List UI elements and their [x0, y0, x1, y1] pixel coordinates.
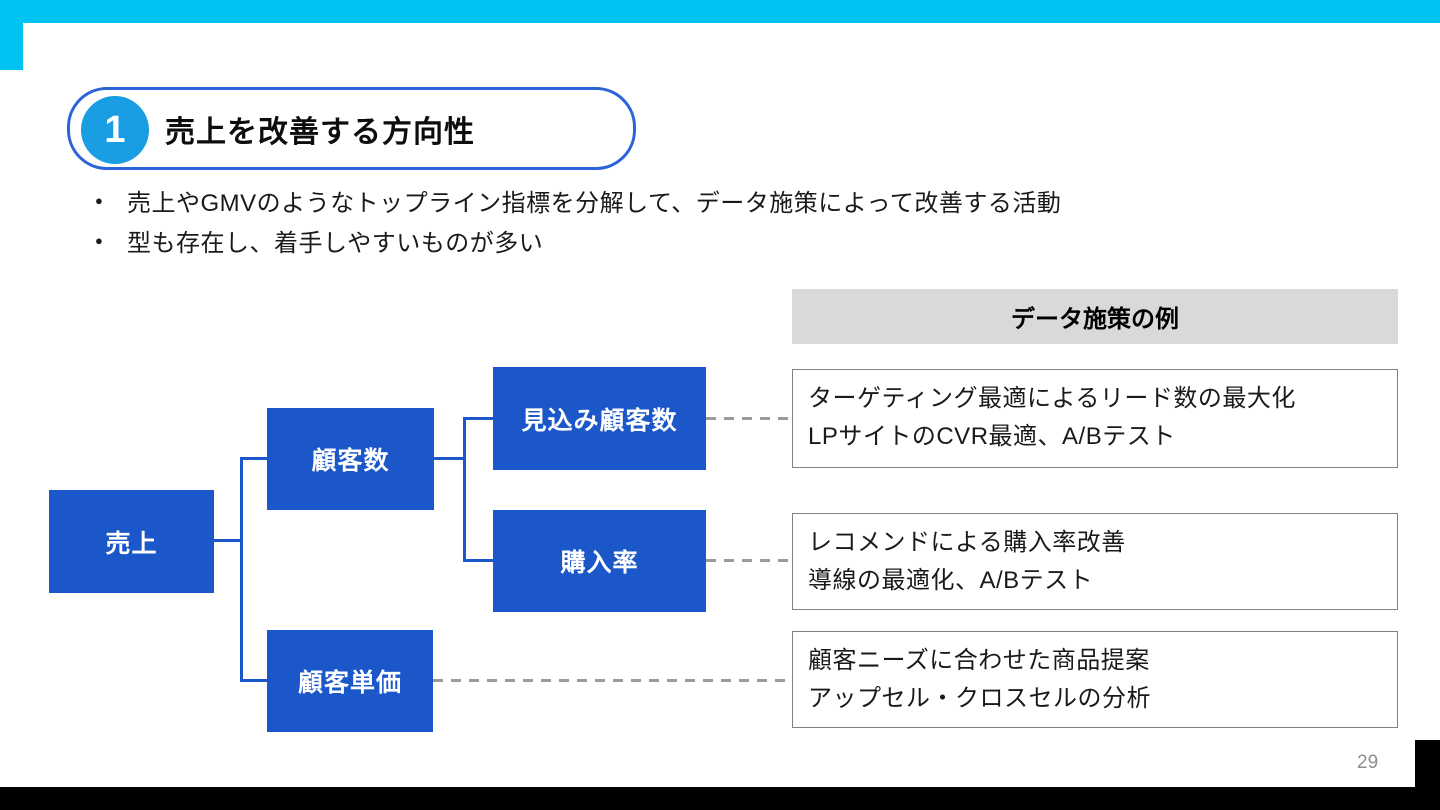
example-box-prospects: ターゲティング最適によるリード数の最大化 LPサイトのCVR最適、A/Bテスト [792, 369, 1398, 468]
bullet-list: ● 売上やGMVのようなトップライン指標を分解して、データ施策によって改善する活… [95, 180, 1395, 260]
example-line: 導線の最適化、A/Bテスト [808, 567, 1094, 594]
example-box-unit-price: 顧客ニーズに合わせた商品提案 アップセル・クロスセルの分析 [792, 631, 1398, 728]
connector-customer-count-out [434, 457, 466, 460]
section-number: 1 [104, 108, 126, 151]
list-item: ● 売上やGMVのようなトップライン指標を分解して、データ施策によって改善する活… [95, 180, 1395, 220]
tree-node-prospect-count: 見込み顧客数 [493, 367, 706, 470]
connector-sales-out [214, 539, 243, 542]
node-label: 売上 [105, 529, 158, 558]
examples-column-header: データ施策の例 [792, 289, 1398, 344]
dashed-connector-unit-price-example [433, 679, 792, 682]
connector-level2-vertical [463, 417, 466, 562]
section-title-capsule: 1 売上を改善する方向性 [67, 87, 636, 170]
tree-node-customer-count: 顧客数 [267, 408, 434, 510]
tree-node-sales: 売上 [49, 490, 214, 593]
connector-to-customer-count [243, 457, 267, 460]
connector-level1-vertical [240, 457, 243, 682]
example-line: 顧客ニーズに合わせた商品提案 [808, 647, 1150, 674]
bottom-bar [0, 787, 1440, 810]
tree-node-customer-unit-price: 顧客単価 [267, 630, 433, 732]
dashed-connector-prospects-example [706, 417, 792, 420]
list-item: ● 型も存在し、着手しやすいものが多い [95, 220, 1395, 260]
bullet-icon: ● [95, 232, 103, 248]
node-label: 購入率 [560, 549, 639, 577]
node-label: 見込み顧客数 [521, 406, 678, 435]
example-line: レコメンドによる購入率改善 [808, 529, 1126, 556]
page-number: 29 [1357, 752, 1379, 773]
examples-header-text: データ施策の例 [1011, 306, 1179, 333]
bullet-text: 型も存在し、着手しやすいものが多い [127, 229, 544, 257]
dashed-connector-purchase-example [706, 559, 792, 562]
tree-node-purchase-rate: 購入率 [493, 510, 706, 612]
bullet-text: 売上やGMVのようなトップライン指標を分解して、データ施策によって改善する活動 [127, 189, 1062, 217]
node-label: 顧客単価 [297, 669, 402, 697]
connector-to-customer-unit-price [243, 679, 267, 682]
top-accent-bar [0, 0, 1440, 23]
node-label: 顧客数 [311, 447, 390, 475]
example-box-purchase-rate: レコメンドによる購入率改善 導線の最適化、A/Bテスト [792, 513, 1398, 610]
page-title: 売上を改善する方向性 [165, 115, 475, 149]
connector-to-purchase-rate [466, 559, 493, 562]
connector-to-prospect-count [466, 417, 493, 420]
example-line: アップセル・クロスセルの分析 [808, 685, 1151, 712]
section-number-badge: 1 [81, 96, 149, 164]
example-line: ターゲティング最適によるリード数の最大化 [808, 385, 1296, 412]
bullet-icon: ● [95, 192, 103, 208]
top-left-accent-strip [0, 23, 23, 70]
example-line: LPサイトのCVR最適、A/Bテスト [808, 423, 1176, 450]
